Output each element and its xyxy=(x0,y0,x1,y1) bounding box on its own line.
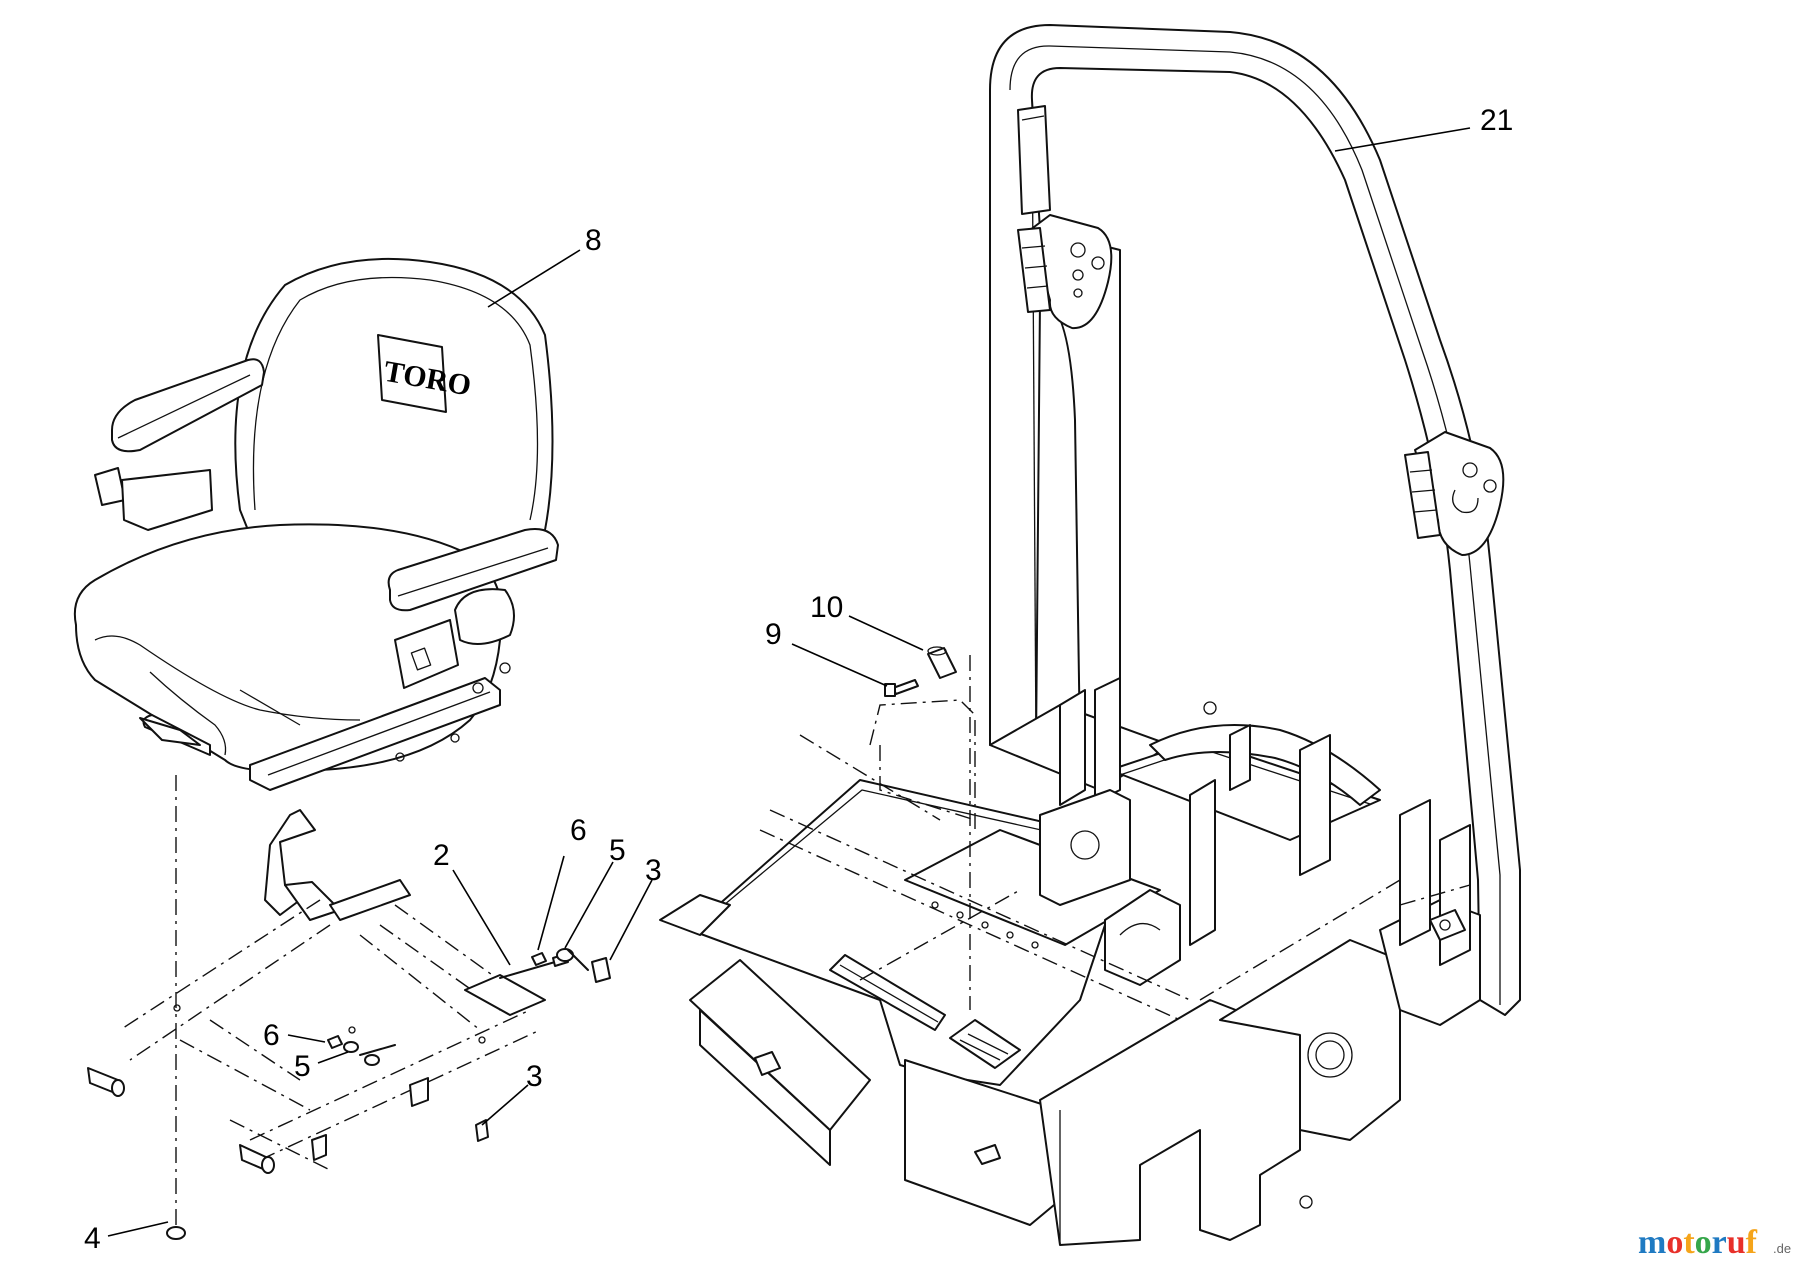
callout-3-lower: 3 xyxy=(526,1060,543,1093)
callout-6-lower: 6 xyxy=(263,1019,280,1052)
watermark-suffix: .de xyxy=(1773,1241,1791,1256)
callout-leaders xyxy=(107,127,1471,1237)
callout-5-upper: 5 xyxy=(609,834,626,867)
hardware xyxy=(166,775,611,1240)
callout-10: 10 xyxy=(810,591,843,624)
callout-2: 2 xyxy=(433,839,450,872)
callout-4: 4 xyxy=(84,1222,101,1255)
seat-mount xyxy=(87,809,546,1174)
callout-3-upper: 3 xyxy=(645,854,662,887)
nut-4 xyxy=(166,1226,186,1240)
frame xyxy=(659,655,1481,1246)
watermark-letter: o xyxy=(1695,1224,1712,1261)
callout-5-lower: 5 xyxy=(294,1050,311,1083)
watermark-letter: f xyxy=(1746,1224,1758,1261)
callout-labels: 21 8 10 9 2 6 5 3 6 5 3 4 xyxy=(84,104,1513,1255)
callout-9: 9 xyxy=(765,618,782,651)
callout-8: 8 xyxy=(585,224,602,257)
watermark-letter: t xyxy=(1683,1224,1695,1261)
spacer-and-bolt xyxy=(884,646,957,697)
seat: TORO xyxy=(73,257,559,791)
roll-bar xyxy=(989,24,1521,1016)
watermark-letter: o xyxy=(1666,1224,1683,1261)
watermark-letter: m xyxy=(1638,1224,1666,1261)
callout-21: 21 xyxy=(1480,104,1513,137)
watermark-letter: r xyxy=(1712,1224,1727,1261)
watermark-text: motoruf xyxy=(1638,1224,1758,1261)
watermark-letter: u xyxy=(1727,1224,1746,1261)
watermark-logo: motoruf .de xyxy=(1638,1224,1791,1261)
callout-6-upper: 6 xyxy=(570,814,587,847)
